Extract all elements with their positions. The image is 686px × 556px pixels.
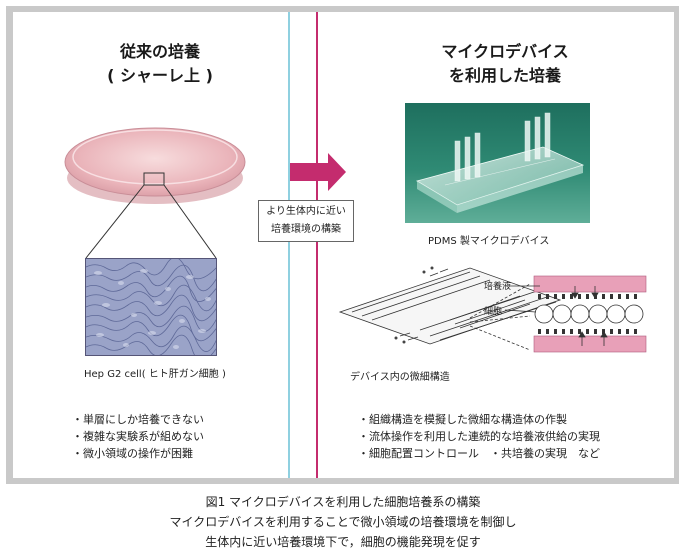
divider-magenta [316, 12, 318, 478]
channel-schematic [338, 267, 562, 345]
left-bullet-3: ・微小領域の操作が困難 [72, 447, 193, 460]
cell-texture [86, 259, 216, 355]
zoom-line-top [469, 283, 531, 319]
caption-line1: 図1 マイクロデバイスを利用した細胞培養系の構築 [205, 495, 481, 509]
caption-line2: マイクロデバイスを利用することで微小領域の培養環境を制御し [169, 515, 517, 529]
right-title-line1: マイクロデバイス [441, 42, 569, 61]
device-photo-label: PDMS 製マイクロデバイス [428, 236, 550, 247]
device-render [405, 103, 590, 223]
figure-panel [13, 12, 674, 478]
cell-pointer [504, 309, 537, 313]
arrow-label-line1: より生体内に近い [266, 206, 346, 217]
zoom-line-mid [469, 315, 531, 323]
pdms-device-photo [405, 103, 590, 223]
cell-micrograph [85, 258, 217, 356]
cross-section [533, 275, 647, 353]
left-bullet-1: ・単層にしか培養できない [72, 413, 204, 426]
right-title-line2: を利用した培養 [448, 66, 561, 85]
structure-label: デバイス内の微細構造 [350, 372, 450, 383]
right-bullet-2: ・流体操作を利用した連続的な培養液供給の実現 [358, 430, 600, 443]
left-bullet-2: ・複雑な実験系が組めない [72, 430, 204, 443]
zoom-line-left [85, 184, 145, 259]
zoom-line-bottom [469, 325, 531, 351]
zoom-line-right [163, 184, 217, 259]
right-bullet-1: ・組織構造を模擬した微細な構造体の作製 [358, 413, 567, 426]
left-title-line1: 従来の培養 [119, 42, 200, 61]
right-bullet-3: ・細胞配置コントロール ・共培養の実現 など [358, 447, 600, 460]
left-title-line2: ( シャーレ上 ) [107, 66, 213, 85]
cell-label: 細胞 [484, 307, 503, 317]
petri-dish-rim [72, 129, 238, 185]
arrow-label-box: より生体内に近い 培養環境の構築 [258, 200, 354, 242]
channel-dots [394, 266, 434, 344]
micrograph-label: Hep G2 cell( ヒト肝ガン細胞 ) [84, 369, 226, 380]
medium-label: 培養液 [484, 282, 512, 292]
divider-cyan [288, 12, 290, 478]
arrow-label-line2: 培養環境の構築 [271, 224, 341, 235]
caption-line3: 生体内に近い培養環境下で，細胞の機能発現を促す [205, 535, 481, 549]
progress-arrow [290, 153, 346, 191]
zoom-region [143, 172, 165, 186]
figure-caption: 図1 マイクロデバイスを利用した細胞培養系の構築 マイクロデバイスを利用すること… [0, 492, 686, 552]
